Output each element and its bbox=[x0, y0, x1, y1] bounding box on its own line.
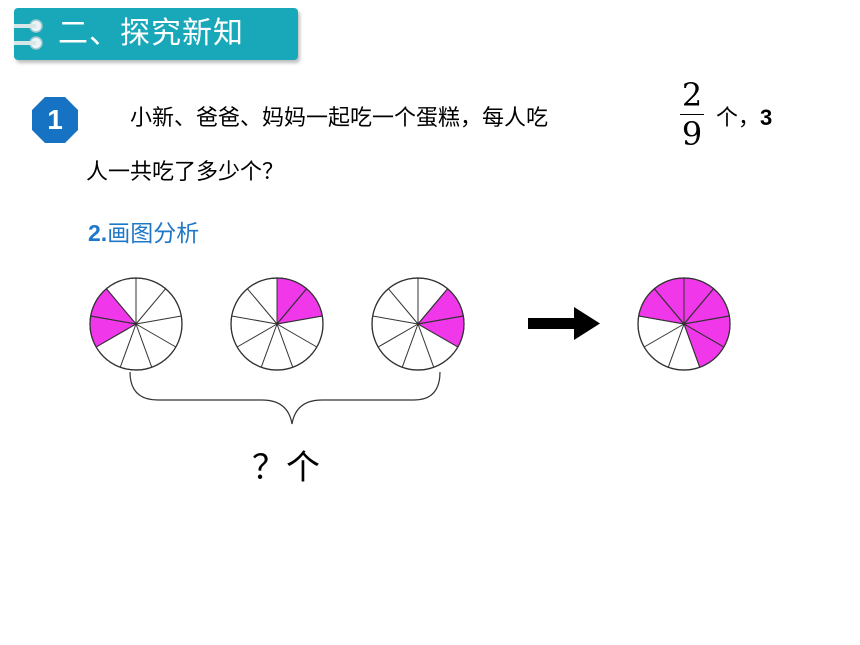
cake-1-slice-line bbox=[106, 288, 137, 325]
question-label: ？个 bbox=[252, 448, 320, 488]
cake-1-slice-line bbox=[135, 323, 177, 348]
analysis-heading: 2.画图分析 bbox=[88, 214, 199, 248]
fraction-denominator: 9 bbox=[681, 115, 703, 153]
problem-line-1: 小新、爸爸、妈妈一起吃一个蛋糕，每人吃 bbox=[130, 106, 549, 131]
cake-3-slice-line bbox=[388, 288, 419, 325]
fraction-bar bbox=[680, 114, 704, 115]
badge-shape bbox=[32, 97, 78, 143]
cake-1-slice-line bbox=[135, 288, 166, 325]
arrow-icon bbox=[574, 307, 600, 340]
cake-2-slice-line bbox=[260, 323, 278, 368]
cake-3-slice-line bbox=[417, 288, 448, 325]
problem-count: 3 bbox=[760, 105, 773, 130]
cake-1-slice-line bbox=[95, 323, 137, 348]
cake-result-slice-line bbox=[683, 288, 714, 325]
example-number: 1 bbox=[47, 104, 63, 135]
example-number-badge: 1 bbox=[30, 95, 80, 145]
cake-1-slice-line bbox=[135, 323, 153, 368]
problem-unit: 个， bbox=[716, 106, 761, 131]
cake-1-slice-line bbox=[119, 323, 137, 368]
cake-3-slice-line bbox=[417, 323, 459, 348]
cake-result-slice-line bbox=[654, 288, 685, 325]
cake-result-slice-line bbox=[683, 323, 701, 368]
cake-result-slice-line bbox=[683, 323, 725, 348]
fraction: 2 9 bbox=[680, 78, 704, 151]
cake-3-slice-line bbox=[377, 323, 419, 348]
problem-line-1-tail: 个，3 bbox=[716, 100, 772, 132]
cake-3-slice-line bbox=[401, 323, 419, 368]
fraction-numerator: 2 bbox=[681, 76, 703, 114]
section-header: 二、探究新知 bbox=[14, 8, 298, 60]
section-title: 二、探究新知 bbox=[58, 16, 244, 51]
cake-result-slice-line bbox=[638, 315, 685, 325]
cake-result-slice-line bbox=[667, 323, 685, 368]
cake-1-slice-line bbox=[135, 315, 182, 325]
cake-2-slice-line bbox=[247, 288, 278, 325]
cake-1-outline bbox=[89, 277, 183, 371]
cake-2-outline bbox=[230, 277, 324, 371]
cake-2-slice-line bbox=[236, 323, 278, 348]
grouping-brace bbox=[129, 371, 441, 425]
cake-result-outline bbox=[637, 277, 731, 371]
cake-2-slice-line bbox=[276, 323, 318, 348]
cake-2-slice-line bbox=[231, 315, 278, 325]
analysis-heading-number: 2. bbox=[88, 220, 108, 246]
problem-line-2: 人一共吃了多少个？ bbox=[86, 160, 285, 185]
binder-rings-icon bbox=[14, 19, 43, 50]
cake-2-slice-line bbox=[276, 288, 307, 325]
arrow-shaft bbox=[528, 318, 580, 329]
cake-3-outline bbox=[371, 277, 465, 371]
cake-3-slice-line bbox=[372, 315, 419, 325]
cake-result-slice-line bbox=[643, 323, 685, 348]
cake-2-slice-line bbox=[276, 323, 294, 368]
cake-3-slice-line bbox=[417, 323, 435, 368]
cake-result-slice-line bbox=[683, 315, 730, 325]
cake-3-slice-line bbox=[417, 315, 464, 325]
cake-1-slice-line bbox=[90, 315, 137, 325]
cake-2-slice-line bbox=[276, 315, 323, 325]
analysis-heading-text: 画图分析 bbox=[107, 221, 200, 247]
